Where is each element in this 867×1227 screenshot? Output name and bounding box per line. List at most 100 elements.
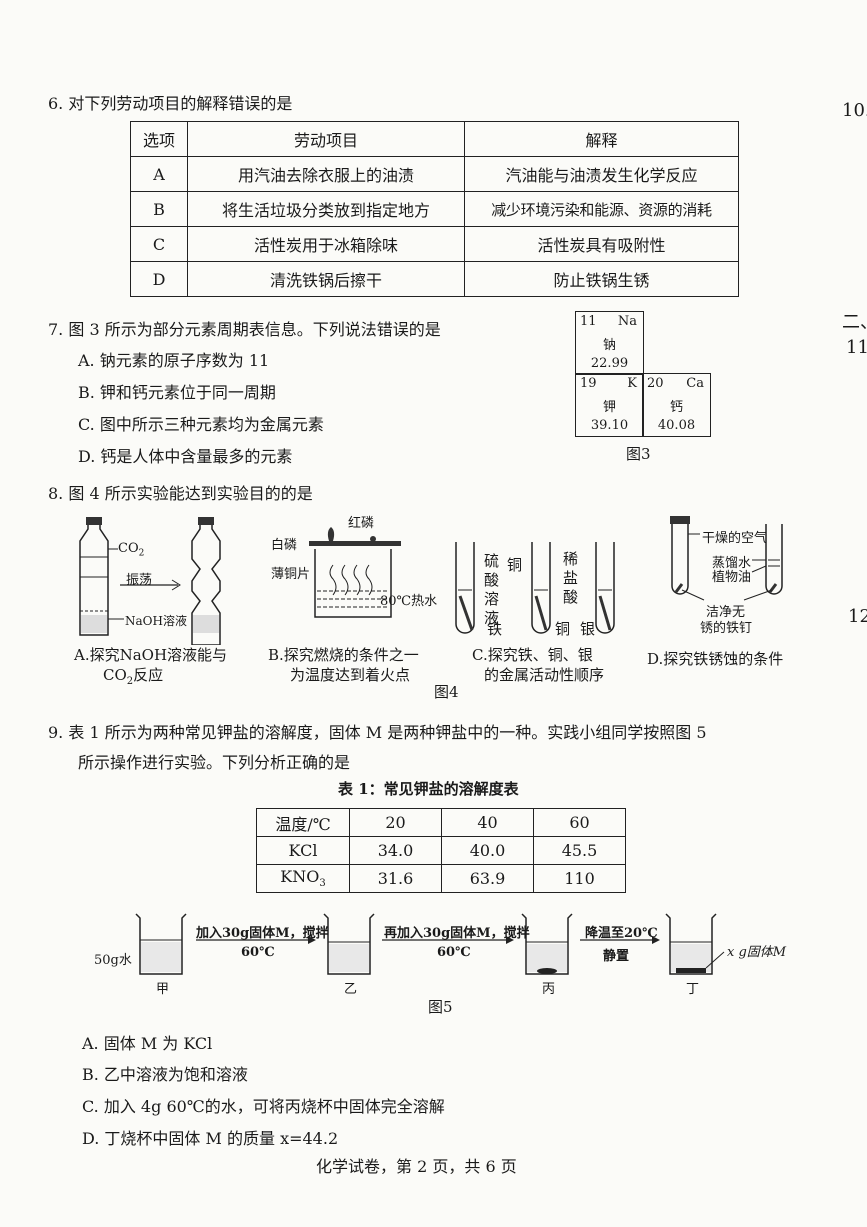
table-cell: 汽油能与油渍发生化学反应 <box>464 156 739 192</box>
beaker-label: 丁 <box>686 982 700 997</box>
margin-mark-10: 10. <box>842 100 867 121</box>
element-name: 钾 <box>602 400 616 415</box>
table-row: A 用汽油去除衣服上的油渍 汽油能与油渍发生化学反应 <box>130 156 739 192</box>
fig4-caption-c-line1: C.探究铁、铜、银 <box>472 646 593 664</box>
q9-stem-line1: 9. 表 1 所示为两种常见钾盐的溶解度，固体 M 是两种钾盐中的一种。实践小组… <box>48 723 707 742</box>
element-cell-na: 11 Na 钠 22.99 <box>575 311 644 375</box>
beaker-label: 丙 <box>542 982 556 997</box>
label-clean-nail-line1: 洁净无 <box>706 605 746 620</box>
table-cell: 40.0 <box>441 836 534 865</box>
fig4-caption-d: D.探究铁锈蚀的条件 <box>647 650 784 668</box>
label-shake: 振荡 <box>126 573 153 588</box>
q7-option-b: B. 钾和钙元素位于同一周期 <box>78 383 276 402</box>
table-cell: 将生活垃圾分类放到指定地方 <box>187 191 465 227</box>
label-distilled-water: 蒸馏水 <box>712 556 752 571</box>
fig4-caption-a-line1: A.探究NaOH溶液能与 <box>74 646 228 664</box>
atomic-number: 20 <box>647 376 664 391</box>
fig4-caption-a-line2: CO2反应 <box>103 666 164 687</box>
rusting-experiment-icon <box>670 516 783 601</box>
label-hot-water: 80℃热水 <box>380 594 438 609</box>
beaker-procedure-icon <box>135 913 725 975</box>
combustion-experiment-icon <box>309 527 401 618</box>
step2-label: 再加入30g固体M，搅拌 <box>384 926 530 941</box>
q7-option-c: C. 图中所示三种元素均为金属元素 <box>78 415 324 434</box>
label-naoh: NaOH溶液 <box>125 614 187 628</box>
element-cell-k: 19 K 钾 39.10 <box>575 373 644 437</box>
figure-4-caption: 图4 <box>434 683 459 701</box>
table-row: KNO3 31.6 63.9 110 <box>256 864 626 893</box>
label-iron: 铁 <box>487 620 503 638</box>
q7-option-d: D. 钙是人体中含量最多的元素 <box>78 447 293 466</box>
label-co2: CO2 <box>118 541 145 559</box>
atomic-mass: 39.10 <box>590 418 629 433</box>
q9-option-c: C. 加入 4g 60℃的水，可将丙烧杯中固体完全溶解 <box>82 1097 445 1116</box>
table-header-cell: 解释 <box>464 121 739 157</box>
atomic-number: 19 <box>580 376 597 391</box>
table-cell: 防止铁锅生锈 <box>464 261 739 297</box>
fig4-caption-c-line2: 的金属活动性顺序 <box>484 666 605 684</box>
table-header-cell: 40 <box>441 808 534 837</box>
table-header-cell: 温度/℃ <box>256 808 350 837</box>
atomic-mass: 40.08 <box>657 418 696 433</box>
fig4-caption-b-line2: 为温度达到着火点 <box>290 666 411 684</box>
table-cell: 减少环境污染和能源、资源的消耗 <box>464 191 739 227</box>
label-dilute-hcl: 稀盐酸 <box>563 550 579 606</box>
label-copper: 铜 <box>507 556 523 574</box>
label-plant-oil: 植物油 <box>712 570 752 585</box>
element-cell-ca: 20 Ca 钙 40.08 <box>642 373 711 437</box>
table-cell: 活性炭用于冰箱除味 <box>187 226 465 262</box>
beaker-label: 甲 <box>156 982 170 997</box>
table-cell: A <box>130 156 188 192</box>
step2-temp: 60℃ <box>437 945 471 960</box>
table-cell: 清洗铁锅后擦干 <box>187 261 465 297</box>
table-cell: D <box>130 261 188 297</box>
table-cell: 110 <box>533 864 626 893</box>
table-cell: 活性炭具有吸附性 <box>464 226 739 262</box>
label-copper-sheet: 薄铜片 <box>271 567 311 582</box>
q9-option-b: B. 乙中溶液为饱和溶液 <box>82 1065 248 1084</box>
label-copper-2: 铜 <box>555 620 571 638</box>
label-dry-air: 干燥的空气 <box>702 531 768 546</box>
margin-mark-12: 12 <box>848 606 867 627</box>
table-row: 选项 劳动项目 解释 <box>130 121 739 157</box>
table-row: KCl 34.0 40.0 45.5 <box>256 836 626 865</box>
step1-temp: 60℃ <box>241 945 275 960</box>
label-x-solid: x g固体M <box>727 945 787 960</box>
table-cell: 45.5 <box>533 836 626 865</box>
table-row: D 清洗铁锅后擦干 防止铁锅生锈 <box>130 261 739 297</box>
step3-note: 静置 <box>603 949 630 964</box>
margin-mark-11: 11. <box>846 337 867 358</box>
figure-5-caption: 图5 <box>428 998 453 1016</box>
label-cuso4: 硫酸溶液 <box>484 552 500 627</box>
page-footer: 化学试卷，第 2 页，共 6 页 <box>316 1157 517 1176</box>
q6-table: 选项 劳动项目 解释 A 用汽油去除衣服上的油渍 汽油能与油渍发生化学反应 B … <box>130 121 739 297</box>
table-cell: B <box>130 191 188 227</box>
table-1-title: 表 1：常见钾盐的溶解度表 <box>338 780 519 798</box>
q9-option-a: A. 固体 M 为 KCl <box>82 1034 213 1053</box>
element-symbol: Na <box>617 314 637 329</box>
step3-label: 降温至20℃ <box>585 926 658 941</box>
q7-stem: 7. 图 3 所示为部分元素周期表信息。下列说法错误的是 <box>48 320 441 339</box>
table-header-cell: 20 <box>349 808 442 837</box>
q9-stem-line2: 所示操作进行实验。下列分析正确的是 <box>78 753 351 772</box>
solubility-table: 温度/℃ 20 40 60 KCl 34.0 40.0 45.5 KNO3 31… <box>256 808 626 893</box>
q6-stem: 6. 对下列劳动项目的解释错误的是 <box>48 94 293 113</box>
q8-stem: 8. 图 4 所示实验能达到实验目的的是 <box>48 484 313 503</box>
element-symbol: Ca <box>686 376 704 391</box>
table-cell: C <box>130 226 188 262</box>
atomic-number: 11 <box>580 314 597 329</box>
table-header-cell: 选项 <box>130 121 188 157</box>
table-cell: KCl <box>256 836 350 865</box>
q9-option-d: D. 丁烧杯中固体 M 的质量 x=44.2 <box>82 1129 339 1148</box>
table-cell: 63.9 <box>441 864 534 893</box>
label-silver: 银 <box>580 620 596 638</box>
table-cell: KNO3 <box>256 864 350 893</box>
table-cell: 用汽油去除衣服上的油渍 <box>187 156 465 192</box>
label-clean-nail-line2: 锈的铁钉 <box>700 621 753 636</box>
label-red-phosphorus: 红磷 <box>348 516 375 531</box>
element-symbol: K <box>627 376 637 391</box>
table-header-cell: 60 <box>533 808 626 837</box>
label-50g-water: 50g水 <box>94 953 132 968</box>
atomic-mass: 22.99 <box>590 356 629 371</box>
fig4-caption-b-line1: B.探究燃烧的条件之一 <box>268 646 419 664</box>
